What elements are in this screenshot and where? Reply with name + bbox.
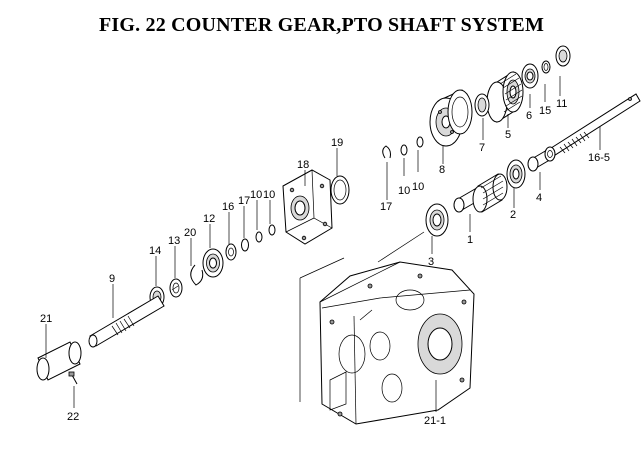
housing-18 — [282, 169, 333, 245]
callout-13: 13 — [168, 235, 180, 247]
assembly-lines — [171, 231, 425, 402]
callout-17-left: 17 — [238, 195, 250, 207]
bearing-12 — [202, 248, 224, 278]
callout-21: 21 — [40, 313, 52, 325]
callout-1: 1 — [467, 234, 473, 246]
snap-ring-17-left — [241, 238, 249, 252]
callout-22: 22 — [67, 411, 79, 423]
callout-3: 3 — [428, 256, 434, 268]
callout-18: 18 — [297, 159, 309, 171]
callout-10-mid-a: 10 — [398, 185, 410, 197]
bearing-6 — [521, 63, 539, 89]
snap-ring-15 — [541, 60, 551, 74]
callout-4: 4 — [536, 192, 542, 204]
gear-5 — [486, 71, 524, 123]
callout-16-5: 16-5 — [588, 152, 610, 164]
callout-21-1: 21-1 — [424, 415, 446, 427]
figure-title: FIG. 22 COUNTER GEAR,PTO SHAFT SYSTEM — [98, 14, 545, 36]
callout-7: 7 — [479, 142, 485, 154]
ring-10-mid-b — [400, 144, 408, 156]
sleeve-4 — [527, 146, 556, 172]
callout-10-left-a: 10 — [250, 189, 262, 201]
callout-5: 5 — [505, 129, 511, 141]
callout-14: 14 — [149, 245, 161, 257]
callout-8: 8 — [439, 164, 445, 176]
callout-12: 12 — [203, 213, 215, 225]
callout-10-mid-b: 10 — [412, 181, 424, 193]
ring-13 — [169, 278, 183, 298]
ring-10-left-a — [268, 224, 276, 236]
callout-2: 2 — [510, 209, 516, 221]
callout-19: 19 — [331, 137, 343, 149]
pto-shaft-9 — [88, 295, 165, 348]
callout-11: 11 — [556, 98, 567, 110]
counter-gear-1 — [453, 173, 508, 213]
callout-20: 20 — [184, 227, 196, 239]
clutch-assembly-8 — [429, 89, 473, 147]
snap-ring-20 — [190, 264, 204, 286]
bearing-3 — [425, 203, 449, 237]
ring-10-left-b — [255, 231, 263, 243]
callout-6: 6 — [526, 110, 532, 122]
housing-21-1 — [319, 261, 475, 425]
callout-16: 16 — [222, 201, 234, 213]
bolt-22 — [68, 371, 78, 385]
callout-labels: 11 15 6 5 7 8 10 10 17 4 2 1 3 16-5 19 1… — [40, 98, 610, 427]
callout-10-left-b: 10 — [263, 189, 275, 201]
bearing-2 — [506, 159, 526, 189]
leader-lines — [45, 76, 601, 412]
callout-17-mid: 17 — [380, 201, 392, 213]
ring-10-mid-a — [416, 136, 424, 148]
cap-21 — [36, 341, 82, 381]
ring-19 — [330, 175, 350, 205]
snap-ring-17-mid — [382, 145, 391, 159]
bearing-7 — [474, 93, 490, 117]
ring-11 — [555, 45, 571, 67]
ring-16 — [225, 243, 237, 261]
callout-9: 9 — [109, 273, 115, 285]
callout-15: 15 — [539, 105, 551, 117]
